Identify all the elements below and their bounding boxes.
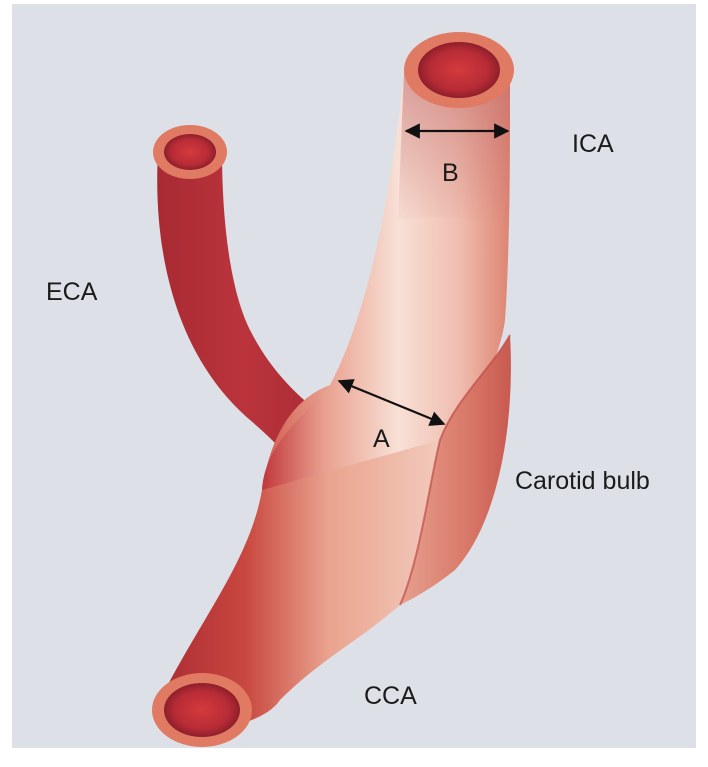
diameter-a-label: A bbox=[373, 427, 390, 452]
cca-label: CCA bbox=[364, 684, 417, 709]
ica-opening bbox=[404, 32, 514, 108]
ica-label: ICA bbox=[572, 132, 614, 157]
eca-opening bbox=[153, 125, 227, 179]
eca-label: ECA bbox=[46, 280, 97, 305]
diameter-b-label: B bbox=[442, 161, 459, 186]
cca-opening bbox=[152, 673, 252, 747]
carotid-bulb-label: Carotid bulb bbox=[515, 469, 650, 494]
